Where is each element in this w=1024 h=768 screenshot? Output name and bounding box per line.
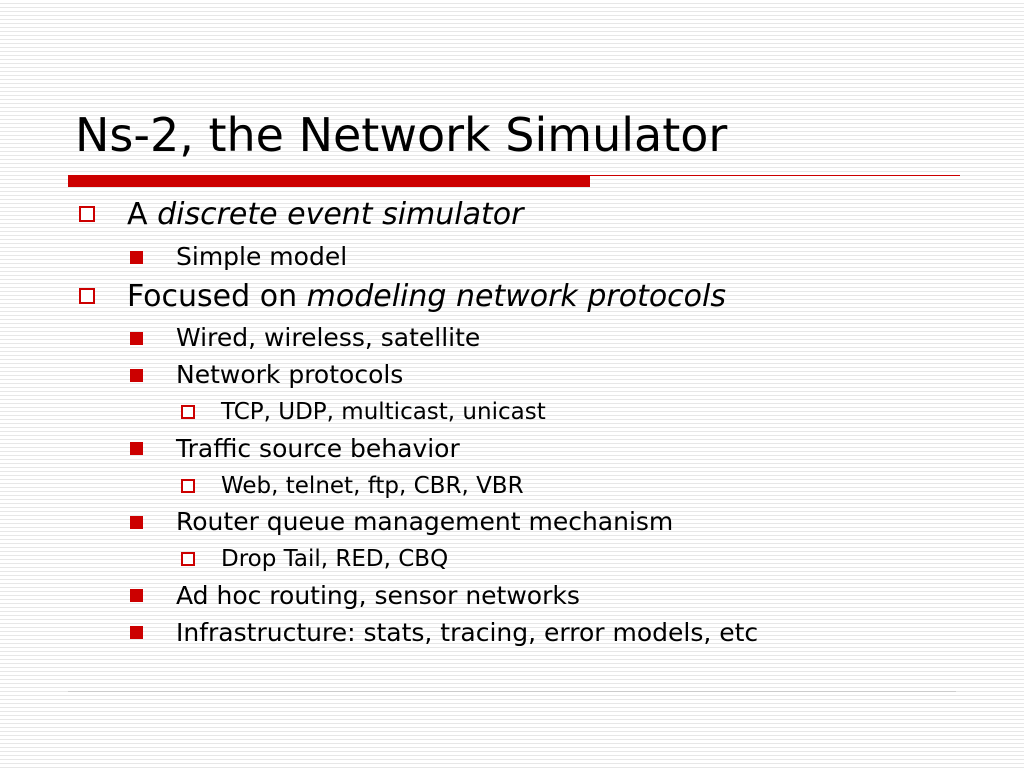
bullet-drop-tail: Drop Tail, RED, CBQ [221,546,449,572]
bullet-prefix: A [127,197,158,232]
slide-title: Ns-2, the Network Simulator [75,108,728,162]
bullet-tcp-udp: TCP, UDP, multicast, unicast [221,399,546,425]
filled-square-bullet-icon [130,332,143,345]
bullet-wired-wireless-satellite: Wired, wireless, satellite [176,323,481,352]
bullet-discrete-event-simulator: A discrete event simulator [127,195,523,235]
bullet-traffic-source-behavior: Traffic source behavior [176,434,460,463]
hollow-square-sub-bullet-icon [181,552,195,566]
bullet-web-telnet: Web, telnet, ftp, CBR, VBR [221,473,524,499]
bullet-router-queue: Router queue management mechanism [176,507,674,536]
filled-square-bullet-icon [130,369,143,382]
bullet-emphasis: discrete event simulator [157,197,524,232]
title-underline-thick [68,175,590,187]
bullet-network-protocols: Network protocols [176,360,404,389]
bullet-infrastructure: Infrastructure: stats, tracing, error mo… [176,618,759,647]
hollow-square-bullet-icon [79,206,95,222]
filled-square-bullet-icon [130,442,143,455]
bullet-simple-model: Simple model [176,242,348,271]
hollow-square-sub-bullet-icon [181,405,195,419]
hollow-square-bullet-icon [79,288,95,304]
footer-divider [68,691,956,692]
bullet-prefix: Focused on [127,279,307,314]
hollow-square-sub-bullet-icon [181,479,195,493]
bullet-ad-hoc-routing: Ad hoc routing, sensor networks [176,581,580,610]
bullet-modeling-network-protocols: Focused on modeling network protocols [127,277,726,317]
filled-square-bullet-icon [130,516,143,529]
filled-square-bullet-icon [130,589,143,602]
filled-square-bullet-icon [130,626,143,639]
filled-square-bullet-icon [130,251,143,264]
title-underline-thin [590,175,960,176]
bullet-emphasis: modeling network protocols [306,279,726,314]
